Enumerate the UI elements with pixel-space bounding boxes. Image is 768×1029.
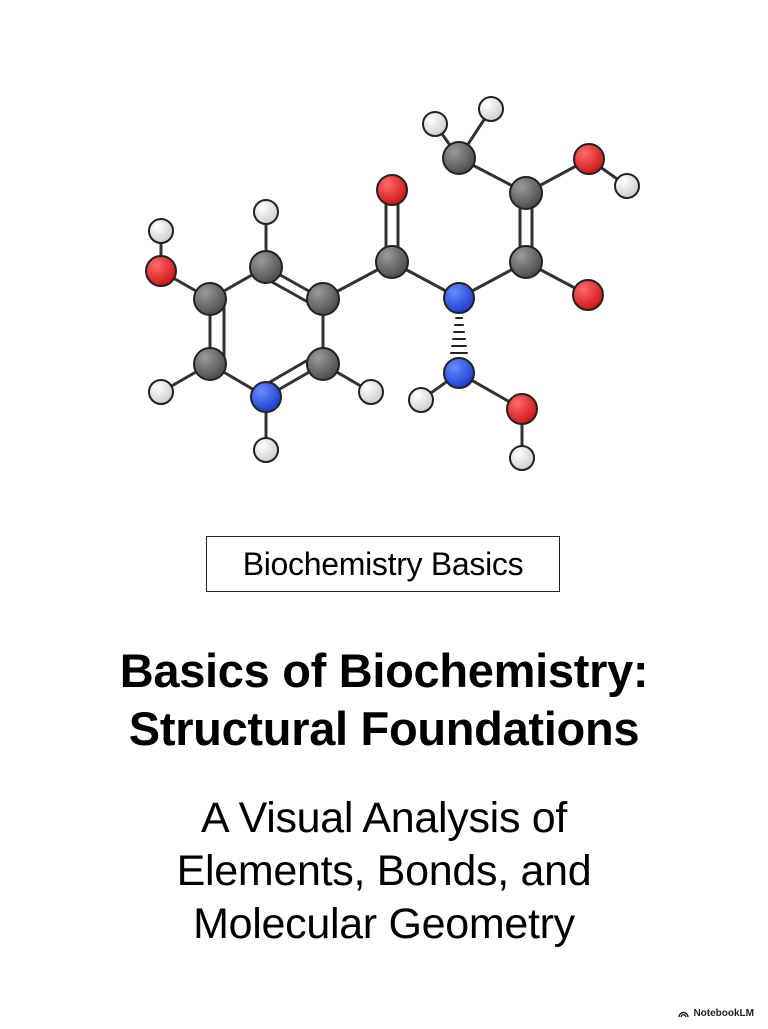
bonds: [159, 107, 629, 460]
page-title: Basics of Biochemistry: Structural Found…: [0, 642, 768, 758]
title-line-1: Basics of Biochemistry:: [119, 644, 649, 697]
subtitle-line-1: A Visual Analysis of: [200, 794, 568, 842]
carbon-atom: [193, 347, 227, 381]
hydrogen-atom: [358, 379, 384, 405]
brand-name: NotebookLM: [693, 1008, 754, 1019]
subtitle-line-3: Molecular Geometry: [193, 900, 575, 948]
hydrogen-atom: [422, 111, 448, 137]
page-subtitle: A Visual Analysis of Elements, Bonds, an…: [0, 792, 768, 951]
hydrogen-atom: [148, 379, 174, 405]
oxygen-atom: [376, 174, 408, 206]
hydrogen-atom: [253, 437, 279, 463]
bond-double-inner: [268, 355, 315, 384]
molecule-illustration: [145, 96, 640, 471]
carbon-atom: [193, 282, 227, 316]
carbon-atom: [442, 141, 476, 175]
carbon-atom: [306, 282, 340, 316]
hydrogen-atom: [478, 96, 504, 122]
oxygen-atom: [506, 393, 538, 425]
hashed-wedge-bond: [450, 317, 468, 354]
atoms: [145, 96, 640, 471]
nitrogen-atom: [443, 357, 475, 389]
hydrogen-atom: [408, 387, 434, 413]
carbon-atom: [249, 250, 283, 284]
hydrogen-atom: [614, 173, 640, 199]
carbon-atom: [306, 347, 340, 381]
category-tag-label: Biochemistry Basics: [242, 545, 524, 582]
hydrogen-atom: [509, 445, 535, 471]
oxygen-atom: [573, 143, 605, 175]
subtitle-line-2: Elements, Bonds, and: [176, 847, 592, 895]
category-tag: Biochemistry Basics: [206, 536, 560, 592]
carbon-atom: [509, 176, 543, 210]
nitrogen-atom: [250, 381, 282, 413]
notebooklm-logo-icon: [678, 1011, 690, 1017]
oxygen-atom: [572, 279, 604, 311]
nitrogen-atom: [443, 282, 475, 314]
brand-watermark: NotebookLM: [678, 1008, 754, 1019]
carbon-atom: [375, 245, 409, 279]
oxygen-atom: [145, 255, 177, 287]
carbon-atom: [509, 245, 543, 279]
title-line-2: Structural Foundations: [128, 702, 640, 755]
hydrogen-atom: [253, 199, 279, 225]
hydrogen-atom: [148, 218, 174, 244]
